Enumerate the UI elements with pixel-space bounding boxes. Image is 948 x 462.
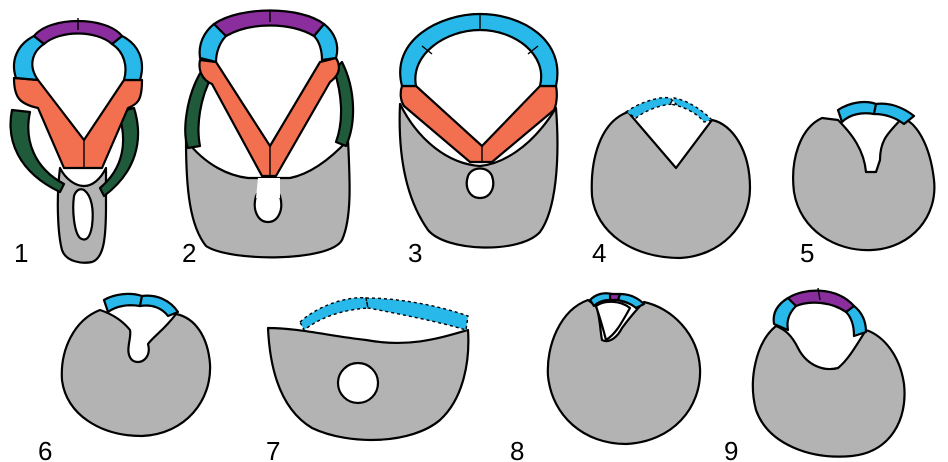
figure-9-grey-body: [753, 326, 905, 457]
figure-8-purple-top: [610, 294, 620, 300]
figure-6-blue-left: [104, 294, 142, 312]
figure-7-blue-dashed: [300, 298, 468, 330]
figure-2-orange-v: [200, 58, 339, 176]
figure-9-purple-top: [788, 291, 854, 312]
figure-4-blue-dashed: [626, 98, 712, 122]
figure-7: 7: [266, 298, 468, 462]
figure-5-blue-right: [874, 104, 914, 124]
figure-1-stem-cavity: [73, 189, 92, 239]
figure-1-blue-right: [112, 36, 142, 80]
figure-9-label: 9: [724, 436, 738, 462]
figure-3-label: 3: [408, 238, 422, 268]
figure-3: 3: [400, 14, 558, 268]
figure-1: 1: [11, 18, 142, 268]
figure-1-label: 1: [14, 238, 28, 268]
figure-5-label: 5: [800, 238, 814, 268]
figure-8-grey-body: [548, 300, 700, 444]
figure-1-blue-left: [14, 36, 44, 80]
figure-2-purple-top: [214, 11, 324, 37]
figure-5-blue-left: [838, 102, 876, 122]
figure-8-label: 8: [510, 436, 524, 462]
figure-2: 2: [182, 10, 353, 268]
figure-6: 6: [38, 294, 210, 462]
figure-6-label: 6: [38, 436, 52, 462]
figure-4: 4: [592, 98, 750, 268]
figure-5-grey-body: [793, 118, 934, 250]
figure-7-central-cavity: [338, 363, 378, 403]
figure-5: 5: [793, 102, 934, 268]
figure-6-blue-right: [140, 296, 178, 316]
figure-9: 9: [724, 288, 905, 462]
figure-4-label: 4: [592, 238, 606, 268]
figure-8: 8: [510, 293, 700, 462]
figure-6-grey-body: [62, 310, 210, 436]
figure-3-cavity: [467, 169, 494, 199]
figure-7-label: 7: [266, 436, 280, 462]
figure-2-label: 2: [182, 238, 196, 268]
figure-4-grey-body: [592, 112, 750, 258]
figure-2-cavity-neck: [256, 178, 280, 198]
